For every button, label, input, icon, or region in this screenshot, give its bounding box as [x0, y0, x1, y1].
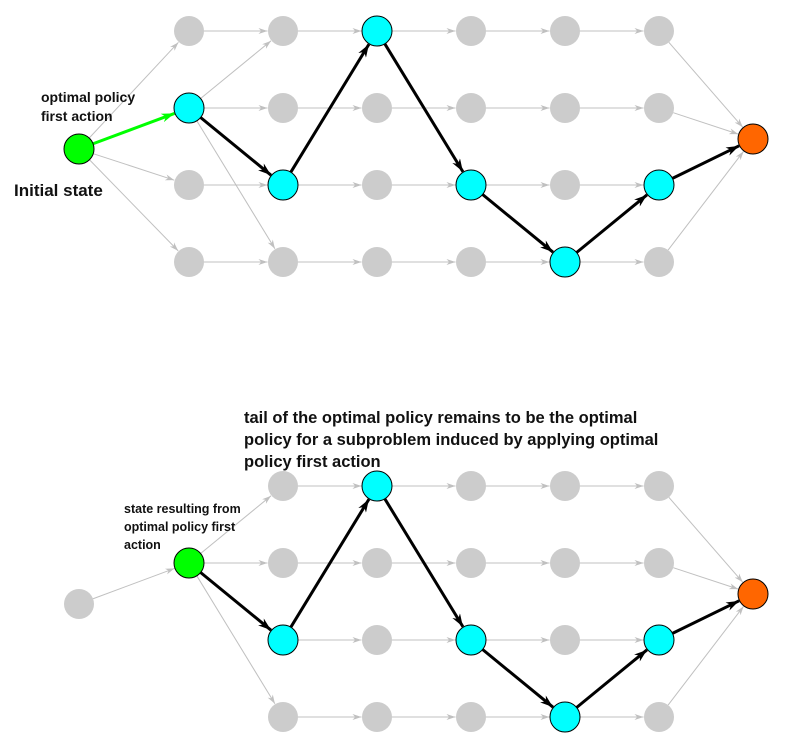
- optimal-state-node: [267, 169, 299, 201]
- transition-edge: [89, 159, 179, 252]
- initial-state-node: [63, 133, 95, 165]
- state-node: [456, 16, 486, 46]
- optimal-path-edge: [575, 193, 648, 254]
- state-node: [456, 471, 486, 501]
- transition-edge: [88, 41, 179, 139]
- optimal-path-edge: [289, 43, 371, 173]
- optimal-state-node: [455, 624, 487, 656]
- terminal-state-node: [737, 123, 769, 155]
- optimal-path-edge: [289, 498, 371, 628]
- label-line: optimal policy first: [124, 520, 236, 534]
- state-node: [362, 247, 392, 277]
- transition-edge: [92, 567, 175, 600]
- optimal-first-action-label: optimal policy first action: [41, 88, 135, 126]
- state-node: [362, 93, 392, 123]
- transition-edge: [667, 151, 744, 251]
- optimal-state-node: [549, 246, 581, 278]
- optimal-path-edge: [481, 648, 554, 709]
- transition-edge: [200, 40, 272, 99]
- state-node: [174, 170, 204, 200]
- transition-edge: [196, 575, 276, 705]
- state-node: [268, 247, 298, 277]
- state-node: [362, 702, 392, 732]
- state-node: [456, 702, 486, 732]
- tail-policy-caption: tail of the optimal policy remains to be…: [244, 407, 658, 473]
- state-node: [644, 247, 674, 277]
- state-node: [644, 16, 674, 46]
- state-node: [550, 170, 580, 200]
- state-node: [268, 16, 298, 46]
- resulting-state-label: state resulting from optimal policy firs…: [124, 500, 241, 554]
- optimal-state-node: [361, 15, 393, 47]
- state-node: [644, 702, 674, 732]
- transition-edge: [668, 496, 744, 583]
- optimal-path-edge: [481, 193, 554, 254]
- optimal-state-node: [455, 169, 487, 201]
- state-node: [550, 471, 580, 501]
- optimal-state-node: [267, 624, 299, 656]
- state-node: [456, 247, 486, 277]
- transition-edge: [667, 606, 744, 706]
- state-node: [362, 170, 392, 200]
- transition-edge: [93, 153, 175, 181]
- state-node: [362, 625, 392, 655]
- state-node: [644, 471, 674, 501]
- optimal-path-edge: [199, 116, 272, 177]
- state-node: [550, 625, 580, 655]
- label-line: state resulting from: [124, 502, 241, 516]
- terminal-state-node: [737, 578, 769, 610]
- caption-line: tail of the optimal policy remains to be…: [244, 409, 638, 427]
- initial-state-node: [64, 589, 94, 619]
- label-line: optimal policy: [41, 89, 136, 105]
- state-node: [644, 548, 674, 578]
- optimal-state-node: [361, 470, 393, 502]
- caption-line: policy first action: [244, 453, 381, 471]
- state-node: [268, 702, 298, 732]
- initial-state-label: Initial state: [14, 181, 103, 200]
- state-node: [174, 247, 204, 277]
- first-action-edge: [92, 112, 175, 146]
- state-node: [268, 471, 298, 501]
- state-node: [550, 93, 580, 123]
- state-node: [174, 16, 204, 46]
- state-node: [268, 548, 298, 578]
- label-line: action: [124, 538, 161, 552]
- transition-edge: [200, 495, 272, 554]
- optimal-state-node: [549, 701, 581, 733]
- optimal-path-edge: [575, 648, 648, 709]
- state-node: [644, 93, 674, 123]
- optimal-path-edge: [383, 498, 465, 628]
- state-node: [268, 93, 298, 123]
- optimal-state-node: [173, 92, 205, 124]
- transition-edge: [668, 41, 744, 128]
- transition-edge: [673, 112, 739, 135]
- optimal-path-edge: [671, 144, 740, 180]
- optimal-path-edge: [199, 571, 272, 632]
- state-node: [456, 548, 486, 578]
- state-node: [362, 548, 392, 578]
- state-node: [550, 16, 580, 46]
- optimal-path-edge: [383, 43, 465, 173]
- optimal-state-node: [643, 169, 675, 201]
- label-line: first action: [41, 108, 113, 124]
- optimal-path-edge: [671, 599, 740, 635]
- optimal-state-node: [643, 624, 675, 656]
- caption-line: policy for a subproblem induced by apply…: [244, 431, 659, 449]
- transition-edge: [673, 567, 739, 590]
- resulting-state-node: [173, 547, 205, 579]
- state-node: [550, 548, 580, 578]
- state-node: [456, 93, 486, 123]
